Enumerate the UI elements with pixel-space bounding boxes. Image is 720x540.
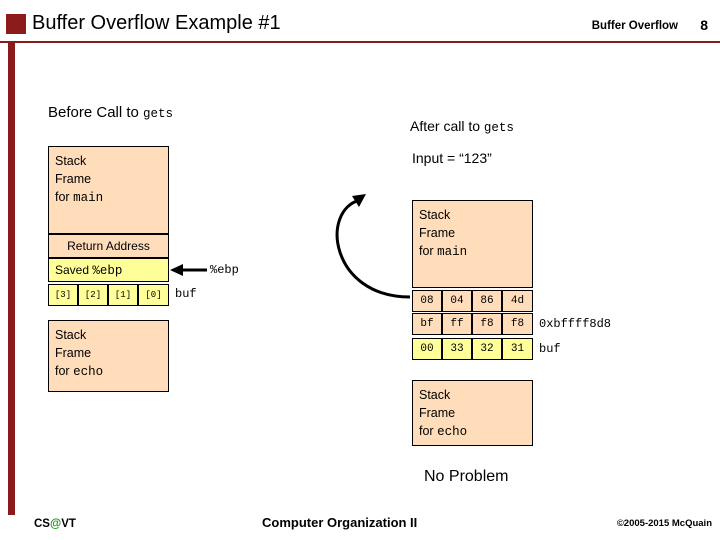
left-main-line1: Stack	[55, 154, 87, 168]
left-main-line3: for main	[55, 188, 162, 207]
ebp-arrow-icon	[170, 264, 207, 276]
right-byte-1-2-value: f8	[480, 318, 494, 330]
footer-course-title: Computer Organization II	[262, 515, 418, 530]
right-echo-frame-text: Stack Frame for echo	[413, 381, 532, 441]
after-call-func: gets	[483, 121, 514, 135]
left-return-address-label: Return Address	[67, 239, 150, 253]
left-main-line2: Frame	[55, 172, 92, 186]
header-topic: Buffer Overflow	[591, 20, 678, 32]
right-byte-2-2: 32	[472, 338, 502, 360]
right-main-func: main	[437, 245, 468, 259]
left-buf-cell-2: [2]	[78, 284, 108, 306]
right-main-line2: Frame	[419, 226, 456, 240]
ebp-pointer-label: %ebp	[210, 263, 239, 277]
right-stack-frame-echo: Stack Frame for echo	[412, 380, 533, 446]
buf-label-left: buf	[175, 287, 197, 301]
before-call-func: gets	[143, 107, 174, 121]
right-byte-1-1-value: ff	[450, 318, 464, 330]
left-saved-ebp-text: Saved %ebp	[49, 259, 168, 278]
before-call-label: Before Call to gets	[48, 104, 173, 121]
left-echo-frame-text: Stack Frame for echo	[49, 321, 168, 381]
header-bullet-square	[6, 14, 26, 34]
left-echo-for: for	[55, 364, 74, 378]
left-buf-cell-1: [1]	[108, 284, 138, 306]
left-saved-ebp-cell: Saved %ebp	[48, 258, 169, 282]
right-main-for: for	[419, 244, 438, 258]
right-byte-0-0-value: 08	[420, 295, 434, 307]
right-stack-frame-main: Stack Frame for main	[412, 200, 533, 288]
buf-label-right: buf	[539, 342, 561, 356]
right-echo-func: echo	[437, 425, 468, 439]
right-echo-line2: Frame	[419, 406, 456, 420]
right-byte-0-2-value: 86	[480, 295, 494, 307]
footer-copyright: ©2005-2015 McQuain	[616, 518, 712, 529]
right-byte-1-2: f8	[472, 313, 502, 335]
right-byte-0-1: 04	[442, 290, 472, 312]
after-call-label: After call to gets	[410, 118, 514, 135]
left-stack-frame-main: Stack Frame for main	[48, 146, 169, 234]
left-buf-cell-0: [0]	[138, 284, 169, 306]
header-divider	[0, 41, 720, 43]
left-saved-reg: %ebp	[92, 264, 123, 278]
left-buf-index-0: [0]	[145, 290, 162, 300]
stack-address-label: 0xbffff8d8	[539, 317, 612, 331]
after-call-text: After call to	[410, 118, 484, 134]
right-main-frame-text: Stack Frame for main	[413, 201, 532, 261]
right-byte-2-3-value: 31	[510, 343, 525, 355]
right-byte-1-3-value: f8	[510, 318, 525, 330]
overflow-curve-arrow-icon	[335, 194, 411, 299]
right-byte-1-0-value: bf	[420, 318, 434, 330]
right-main-line1: Stack	[419, 208, 451, 222]
left-echo-line1: Stack	[55, 328, 87, 342]
page-title: Buffer Overflow Example #1	[32, 12, 281, 34]
right-byte-0-2: 86	[472, 290, 502, 312]
left-main-for: for	[55, 190, 74, 204]
left-stack-frame-echo: Stack Frame for echo	[48, 320, 169, 392]
left-echo-line2: Frame	[55, 346, 92, 360]
left-buf-index-2: [2]	[84, 290, 102, 300]
left-accent-bar	[8, 43, 15, 515]
right-byte-0-1-value: 04	[450, 295, 464, 307]
left-echo-func: echo	[73, 365, 104, 379]
right-byte-0-0: 08	[412, 290, 442, 312]
right-byte-2-0-value: 00	[420, 343, 434, 355]
footer-left-post: VT	[61, 518, 76, 530]
right-byte-1-3: f8	[502, 313, 533, 335]
footer-left: CS@VT	[34, 518, 76, 530]
left-buf-index-1: [1]	[114, 290, 132, 300]
right-echo-line3: for echo	[419, 422, 526, 441]
left-main-func: main	[73, 191, 104, 205]
right-byte-0-3: 4d	[502, 290, 533, 312]
right-byte-2-3: 31	[502, 338, 533, 360]
page-number: 8	[700, 17, 708, 33]
right-byte-2-0: 00	[412, 338, 442, 360]
right-byte-1-1: ff	[442, 313, 472, 335]
right-echo-for: for	[419, 424, 438, 438]
right-echo-line1: Stack	[419, 388, 451, 402]
left-buf-cell-3: [3]	[48, 284, 78, 306]
right-byte-2-1-value: 33	[450, 343, 464, 355]
right-byte-0-3-value: 4d	[510, 295, 525, 307]
left-echo-line3: for echo	[55, 362, 162, 381]
before-call-text: Before Call to	[48, 104, 144, 121]
right-main-line3: for main	[419, 242, 526, 261]
footer-at-symbol: @	[49, 518, 62, 530]
footer-left-pre: CS	[34, 518, 50, 530]
left-main-frame-text: Stack Frame for main	[49, 147, 168, 207]
right-byte-1-0: bf	[412, 313, 442, 335]
right-byte-2-1: 33	[442, 338, 472, 360]
input-label: Input = “123”	[412, 150, 492, 166]
left-return-address-cell: Return Address	[48, 234, 169, 258]
no-problem-label: No Problem	[424, 468, 509, 485]
right-byte-2-2-value: 32	[480, 343, 494, 355]
left-saved-label: Saved	[55, 263, 93, 277]
left-buf-index-3: [3]	[54, 290, 72, 300]
